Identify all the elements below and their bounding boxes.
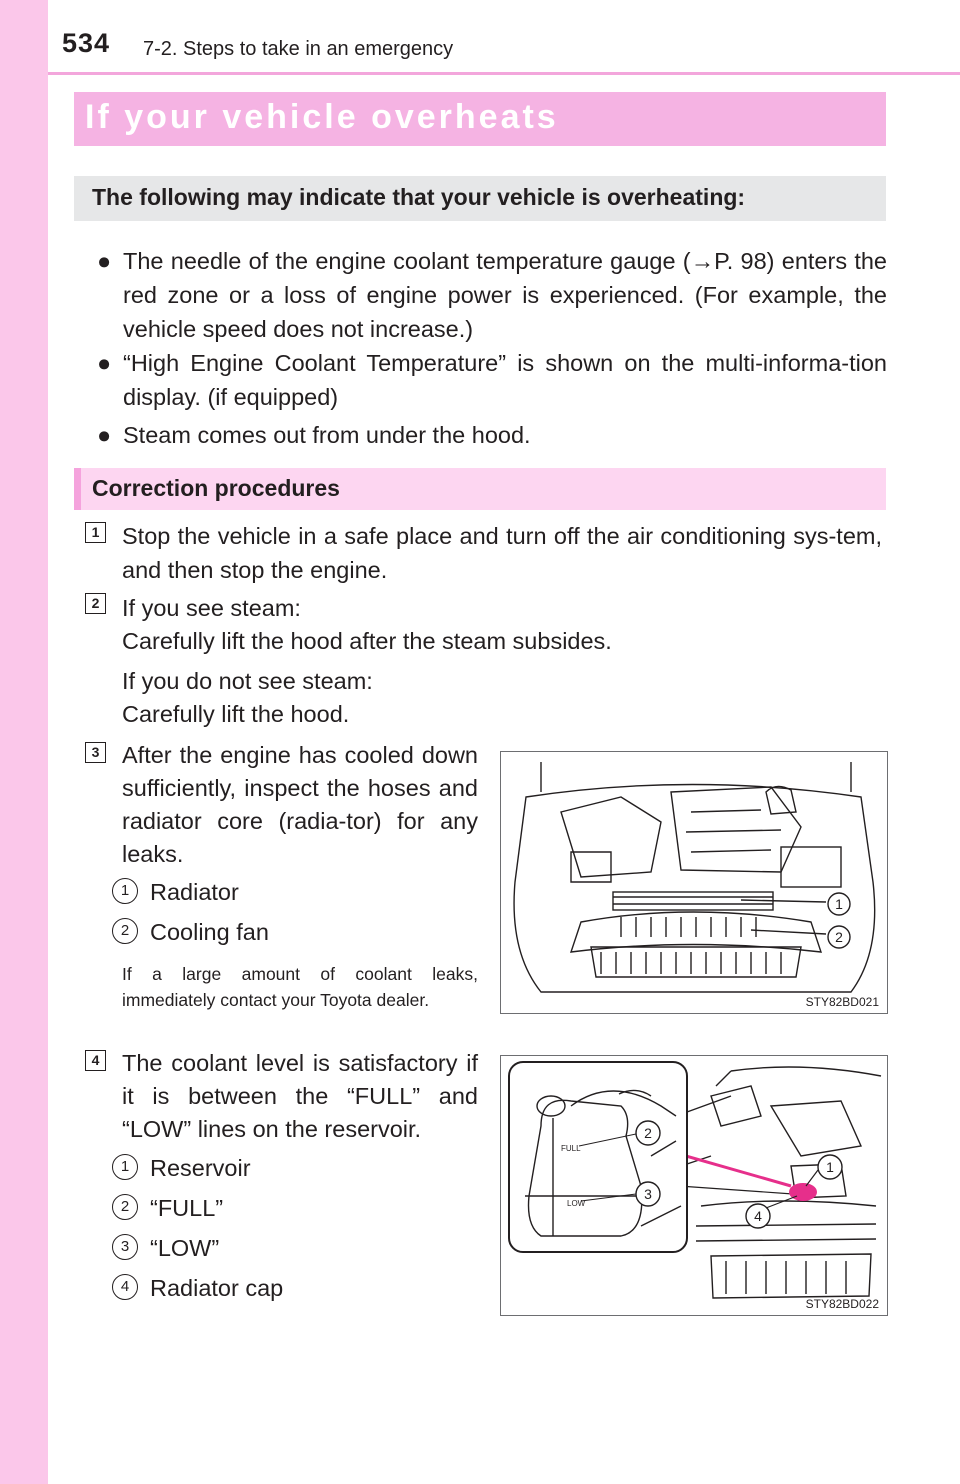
- indicators-heading-bar: [74, 176, 886, 221]
- step-2-line-4: Carefully lift the hood.: [122, 701, 350, 727]
- figure-callout-1: 1: [835, 896, 843, 912]
- page-sidebar: [0, 0, 48, 1484]
- engine-bay-figure: 1 2 STY82BD021: [500, 751, 888, 1014]
- indicators-heading: The following may indicate that your veh…: [92, 184, 746, 210]
- indicator-item: ● “High Engine Coolant Temperature” is s…: [97, 346, 887, 414]
- callout-4-label: Radiator cap: [150, 1275, 284, 1301]
- step-3-note: If a large amount of coolant leaks, imme…: [122, 964, 478, 1010]
- callout-1-icon: 1: [112, 878, 138, 904]
- indicator-text: “High Engine Coolant Temperature” is sho…: [123, 350, 887, 410]
- reservoir-full-mark: FULL: [561, 1144, 581, 1153]
- figure-callout-3: 3: [644, 1186, 652, 1202]
- correction-heading-bar: [74, 468, 886, 510]
- callout-2-label: Cooling fan: [150, 919, 269, 945]
- header-rule: [48, 72, 960, 75]
- reservoir-figure: FULL LOW 2 3 1 4 STY82BD022: [500, 1055, 888, 1316]
- step-4-text: The coolant level is satisfactory if it …: [122, 1050, 478, 1142]
- figure-callout-1: 1: [826, 1159, 834, 1175]
- chapter-title: 7-2. Steps to take in an emergency: [143, 38, 454, 60]
- correction-heading: Correction procedures: [92, 475, 340, 501]
- page-number: 534: [62, 28, 111, 58]
- step-2-line-2: Carefully lift the hood after the steam …: [122, 628, 612, 654]
- figure-callout-2: 2: [644, 1125, 652, 1141]
- callout-1-label: Reservoir: [150, 1155, 251, 1181]
- callout-3-icon: 3: [112, 1234, 138, 1260]
- reservoir-illustration: FULL LOW 2 3 1 4: [508, 1061, 882, 1299]
- step-2-line-1: If you see steam:: [122, 595, 301, 621]
- callout-2-label: “FULL”: [150, 1195, 224, 1221]
- callout-1-icon: 1: [112, 1154, 138, 1180]
- indicator-item: ● Steam comes out from under the hood.: [97, 418, 887, 452]
- indicator-text: The needle of the engine coolant tempera…: [123, 248, 887, 342]
- indicator-text: Steam comes out from under the hood.: [123, 422, 531, 448]
- figure-id: STY82BD022: [805, 1297, 879, 1311]
- figure-callout-4: 4: [754, 1208, 762, 1224]
- callout-1-label: Radiator: [150, 879, 239, 905]
- step-4-number: 4: [85, 1050, 106, 1071]
- step-2-number: 2: [85, 593, 106, 614]
- section-title: If your vehicle overheats: [85, 98, 559, 136]
- callout-2-icon: 2: [112, 918, 138, 944]
- step-2-line-3: If you do not see steam:: [122, 668, 373, 694]
- figure-callout-2: 2: [835, 929, 843, 945]
- callout-3-label: “LOW”: [150, 1235, 220, 1261]
- step-3-text: After the engine has cooled down suffici…: [122, 742, 478, 867]
- bullet-icon: ●: [97, 422, 112, 448]
- correction-heading-accent: [74, 468, 81, 510]
- engine-bay-illustration: 1 2: [513, 762, 876, 993]
- figure-id: STY82BD021: [805, 995, 879, 1009]
- callout-4-icon: 4: [112, 1274, 138, 1300]
- indicator-item: ● The needle of the engine coolant tempe…: [97, 244, 887, 346]
- step-1-text: Stop the vehicle in a safe place and tur…: [122, 523, 882, 583]
- reservoir-low-mark: LOW: [567, 1199, 586, 1208]
- callout-2-icon: 2: [112, 1194, 138, 1220]
- step-1-number: 1: [85, 522, 106, 543]
- bullet-icon: ●: [97, 248, 112, 274]
- bullet-icon: ●: [97, 350, 112, 376]
- section-title-bar: [74, 92, 886, 146]
- step-3-number: 3: [85, 742, 106, 763]
